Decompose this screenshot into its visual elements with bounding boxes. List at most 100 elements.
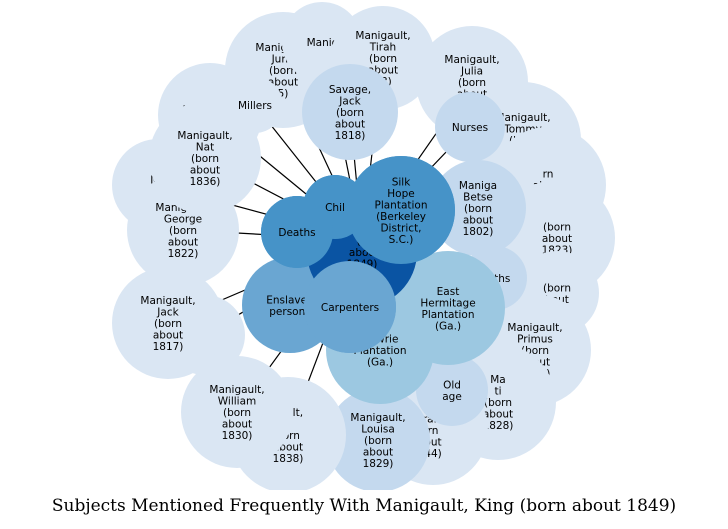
bubble-betsey-label-line: Betse xyxy=(463,192,493,204)
bubble-jack1817-label-line: Jack xyxy=(156,307,179,319)
bubble-silkhope-front-label-line: S.C.) xyxy=(389,234,414,246)
bubble-silkhope-front-label-line: (Berkeley xyxy=(376,211,426,223)
bubble-george-label-line: 1822) xyxy=(168,248,199,260)
bubble-b1828-label-line: 1828) xyxy=(483,420,514,432)
bubble-betsey-label-line: Maniga xyxy=(459,180,497,192)
bubble-betsey-label-line: about xyxy=(463,215,493,227)
bubble-carpenters-front-circle xyxy=(304,261,396,353)
bubble-primus-label-line: Primus xyxy=(517,334,553,346)
bubble-children-front-label-line: Chil xyxy=(325,202,345,214)
bubble-betsey-label-line: (born xyxy=(464,203,492,215)
bubble-william-label-line: Manigault, xyxy=(209,384,264,396)
bubble-william-label-line: 1830) xyxy=(222,430,253,442)
bubble-george-label-line: George xyxy=(164,214,202,226)
bubble-jack1817-label-line: Manigault, xyxy=(140,295,195,307)
bubble-jack1818-label-line: 1818) xyxy=(335,130,366,142)
bubble-silkhope-front[interactable]: SilkHopePlantation(BerkeleyDistrict,S.C.… xyxy=(347,156,455,264)
bubble-juna-label-line: (born xyxy=(269,65,297,77)
bubble-jack1817-label-line: 1817) xyxy=(153,341,184,353)
bubble-eastherm-label-line: Hermitage xyxy=(420,297,475,309)
bubble-gowrie-label-line: (Ga.) xyxy=(367,357,393,369)
bubble-julia-label-line: (born xyxy=(458,77,486,89)
bubble-jack1817-label-line: about xyxy=(153,330,183,342)
bubble-nat-label-line: Nat xyxy=(196,142,214,154)
bubble-deaths-front[interactable]: Deaths xyxy=(261,196,333,268)
bubble-silkhope-front-circle xyxy=(347,156,455,264)
bubble-tirah-label-line: (born xyxy=(369,53,397,65)
bubble-b1828-label-line: ti xyxy=(494,386,501,398)
bubble-oldage-label-line: age xyxy=(442,391,462,403)
bubble-nurses-circle xyxy=(435,92,505,162)
chart-title: Subjects Mentioned Frequently With Manig… xyxy=(51,496,677,516)
bubble-millers-label-line: Millers xyxy=(238,100,272,112)
bubble-b1828-label-line: about xyxy=(483,409,513,421)
bubble-louisa-label-line: Louisa xyxy=(361,424,395,436)
bubble-jack1818-label-line: Savage, xyxy=(329,84,371,96)
bubble-louisa-circle xyxy=(326,388,430,492)
bubble-oldage-circle xyxy=(416,354,488,426)
bubble-nurses[interactable]: Nurses xyxy=(435,92,505,162)
bubble-eastherm-circle xyxy=(391,251,505,365)
bubble-nat-label-line: (born xyxy=(191,153,219,165)
bubble-juna-label-line: 5) xyxy=(278,88,289,100)
bubble-oldage-label-line: Old xyxy=(443,379,461,391)
bubble-enslaved-label-line: persons xyxy=(269,306,310,318)
bubble-b1823-label-line: about xyxy=(542,233,572,245)
bubble-b1828-label-line: (born xyxy=(484,397,512,409)
bubble-william-label-line: (born xyxy=(223,407,251,419)
bubble-george-label-line: about xyxy=(168,237,198,249)
bubble-y1838-label-line: 1838) xyxy=(273,453,304,465)
bubble-nat-label-line: 1836) xyxy=(190,176,221,188)
bubble-betsey-label-line: 1802) xyxy=(463,226,494,238)
bubble-jack1817-circle xyxy=(112,267,224,379)
bubble-louisa-label-line: Manigault, xyxy=(350,412,405,424)
bubble-b1812-label-line: rn xyxy=(543,169,554,181)
bubble-william-circle xyxy=(181,356,293,468)
bubble-jack1817-label-line: (born xyxy=(154,318,182,330)
bubble-jack1818-label-line: about xyxy=(335,119,365,131)
bubble-tommy-label-line: Manigault, xyxy=(495,112,550,124)
bubble-louisa-label-line: 1829) xyxy=(363,458,394,470)
bubble-jack1818-label-line: (born xyxy=(336,107,364,119)
bubble-louisa-label-line: about xyxy=(363,447,393,459)
bubble-tirah-label-line: Tirah xyxy=(369,42,396,54)
bubble-deaths-front-label-line: Deaths xyxy=(278,227,315,239)
bubble-julia-label-line: Manigault, xyxy=(444,54,499,66)
bubble-william-label-line: William xyxy=(218,396,256,408)
bubble-eastherm-label-line: East xyxy=(437,286,460,298)
bubble-sprain-label-line: rn xyxy=(428,425,439,437)
bubble-eastherm-label-line: (Ga.) xyxy=(435,320,461,332)
bubble-millers-circle xyxy=(227,77,283,133)
bubble-william-label-line: about xyxy=(222,419,252,431)
bubble-millers[interactable]: Millers xyxy=(227,77,283,133)
bubble-carpenters-front[interactable]: Carpenters xyxy=(304,261,396,353)
bubble-enslaved-label-line: Enslaved xyxy=(266,294,313,306)
bubble-jack1818-circle xyxy=(302,64,398,160)
bubble-eastherm-label-line: Plantation xyxy=(421,309,474,321)
bubble-silkhope-front-label-line: Plantation xyxy=(374,199,427,211)
bubble-graph-svg: Manigault,CharlManigault,Juna(bornabout5… xyxy=(112,2,615,493)
bubble-jack1818-label-line: Jack xyxy=(338,96,361,108)
bubble-tirah-label-line: Manigault, xyxy=(355,30,410,42)
bubble-b1823-label-line: (born xyxy=(543,222,571,234)
bubble-nurses-label-line: Nurses xyxy=(452,122,488,134)
bubble-silkhope-front-label-line: Silk xyxy=(392,176,411,188)
bubble-betsey-circle xyxy=(430,160,526,256)
bubble-nic-label-line: Manic xyxy=(307,37,338,49)
bubble-louisa-label-line: (born xyxy=(364,435,392,447)
bubble-juna-label-line: about xyxy=(268,77,298,89)
bubble-julia-label-line: Julia xyxy=(460,66,483,78)
bubble-nat-label-line: Manigault, xyxy=(177,130,232,142)
bubble-nat-label-line: about xyxy=(190,165,220,177)
bubble-primus-label-line: Manigault, xyxy=(507,322,562,334)
bubble-carpenters-front-label-line: Carpenters xyxy=(321,302,379,314)
